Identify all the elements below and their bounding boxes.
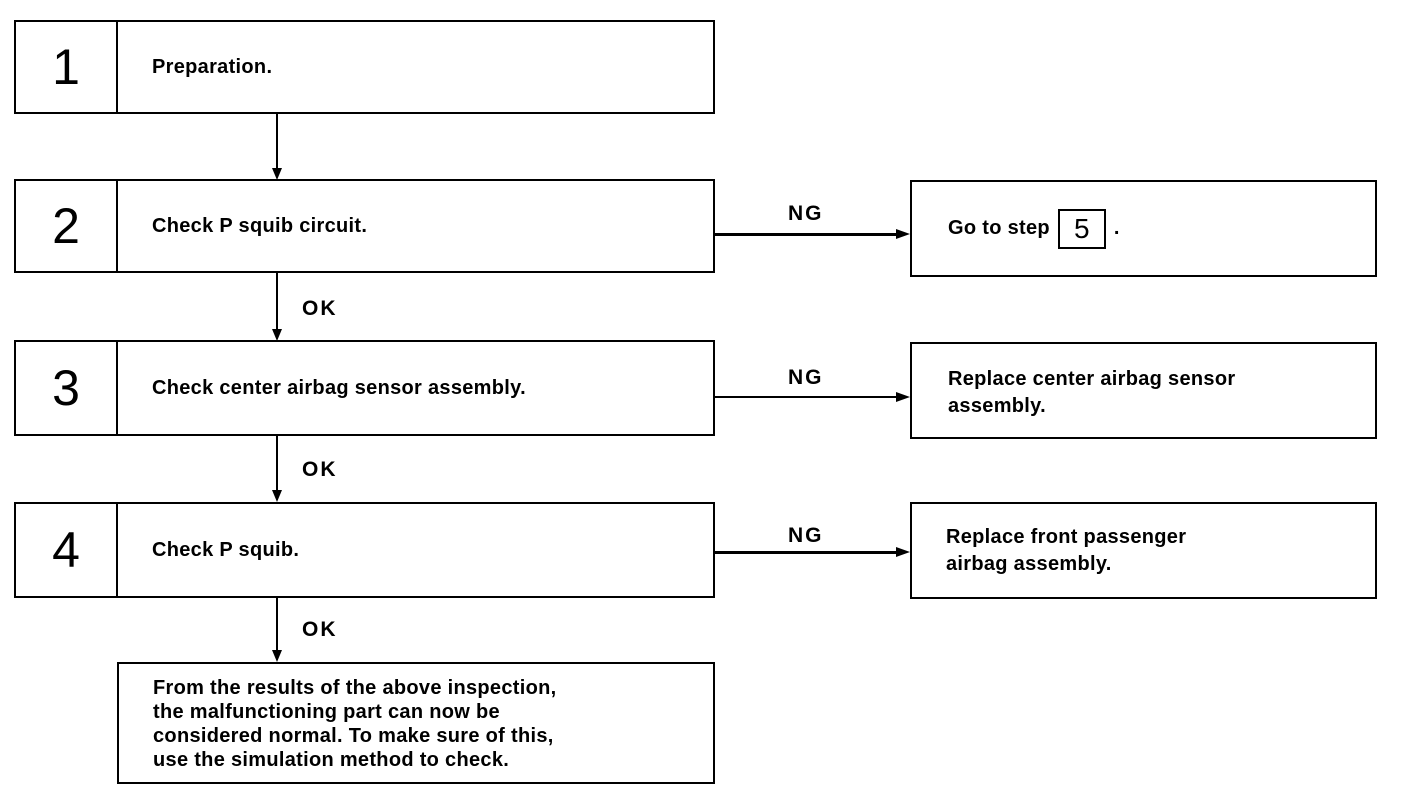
- result-3-line-1: Replace center airbag sensor: [948, 368, 1236, 390]
- result-2-prefix: Go to step: [948, 217, 1050, 239]
- step-4-box: 4 Check P squib.: [14, 502, 715, 598]
- connector-4-final: [276, 598, 278, 652]
- arrow-4-final: [272, 650, 282, 662]
- step-4-number: 4: [16, 504, 118, 596]
- ng-arrow-2: [896, 229, 910, 239]
- ok-label-2: OK: [302, 297, 338, 320]
- ng-connector-2: [715, 233, 897, 236]
- connector-2-3: [276, 273, 278, 331]
- step-1-box: 1 Preparation.: [14, 20, 715, 114]
- ng-label-2: NG: [788, 202, 824, 225]
- result-4-line-1: Replace front passenger: [946, 526, 1187, 548]
- final-conclusion-box: From the results of the above inspection…: [117, 662, 715, 784]
- result-2-suffix: .: [1113, 217, 1120, 239]
- connector-3-4: [276, 436, 278, 492]
- result-box-3: Replace center airbag sensor assembly.: [910, 342, 1377, 439]
- ng-label-4: NG: [788, 524, 824, 547]
- arrow-1-2: [272, 168, 282, 180]
- final-text: From the results of the above inspection…: [153, 676, 556, 772]
- step-1-number: 1: [16, 22, 118, 112]
- arrow-3-4: [272, 490, 282, 502]
- step-3-number: 3: [16, 342, 118, 434]
- ng-connector-4: [715, 551, 897, 554]
- arrow-2-3: [272, 329, 282, 341]
- step-2-box: 2 Check P squib circuit.: [14, 179, 715, 273]
- result-4-text: Replace front passenger airbag assembly.: [946, 524, 1186, 578]
- connector-1-2: [276, 114, 278, 170]
- ng-label-3: NG: [788, 366, 824, 389]
- result-2-text: Go to step 5 .: [948, 182, 1120, 275]
- step-3-text: Check center airbag sensor assembly.: [152, 376, 526, 399]
- result-3-text: Replace center airbag sensor assembly.: [948, 366, 1235, 420]
- ng-connector-3: [715, 396, 897, 398]
- final-line-2: the malfunctioning part can now be: [153, 701, 500, 723]
- result-box-4: Replace front passenger airbag assembly.: [910, 502, 1377, 599]
- step-2-number: 2: [16, 181, 118, 271]
- result-4-line-2: airbag assembly.: [946, 553, 1112, 575]
- final-line-1: From the results of the above inspection…: [153, 677, 557, 699]
- result-box-2: Go to step 5 .: [910, 180, 1377, 277]
- ok-label-4: OK: [302, 618, 338, 641]
- step-4-text: Check P squib.: [152, 538, 300, 561]
- step-3-box: 3 Check center airbag sensor assembly.: [14, 340, 715, 436]
- ng-arrow-3: [896, 392, 910, 402]
- final-line-3: considered normal. To make sure of this,: [153, 725, 554, 747]
- step-2-text: Check P squib circuit.: [152, 214, 368, 237]
- step-ref-5: 5: [1057, 208, 1106, 249]
- ok-label-3: OK: [302, 458, 338, 481]
- ng-arrow-4: [896, 547, 910, 557]
- result-3-line-2: assembly.: [948, 395, 1046, 417]
- step-1-text: Preparation.: [152, 55, 273, 78]
- final-line-4: use the simulation method to check.: [153, 749, 510, 771]
